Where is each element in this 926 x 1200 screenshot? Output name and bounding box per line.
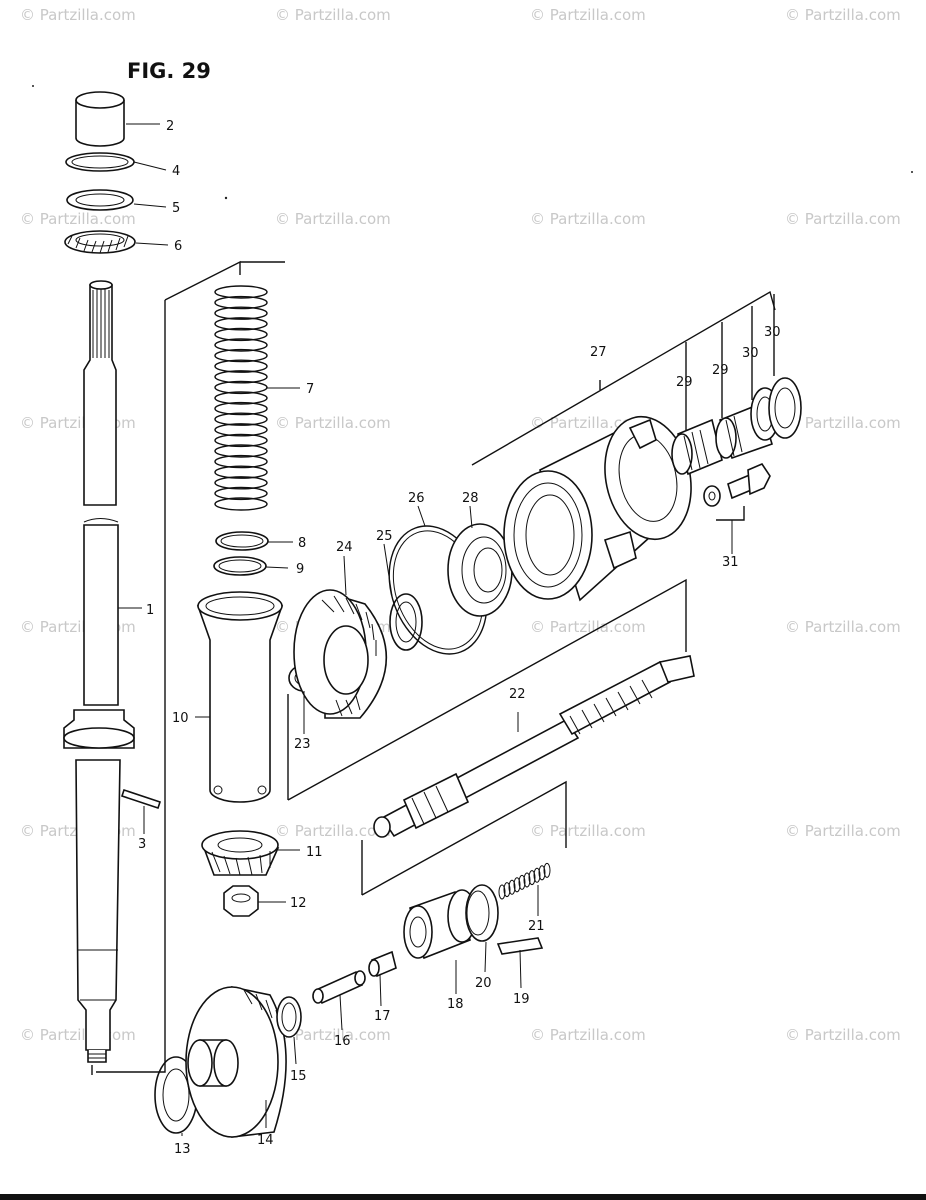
part-1-drive-shaft: [63, 280, 135, 1063]
bottom-border: [0, 1194, 926, 1200]
callout-27: 27: [590, 345, 607, 360]
callout-11: 11: [306, 845, 323, 860]
watermark-text: © Partzilla.com: [275, 1026, 391, 1044]
callout-10: 10: [172, 711, 189, 726]
part-10-sleeve: [196, 591, 284, 803]
callout-30a: 30: [742, 346, 759, 361]
part-3-pin: [120, 788, 162, 810]
callout-4: 4: [172, 164, 180, 179]
callout-6: 6: [174, 239, 182, 254]
callout-26: 26: [408, 491, 425, 506]
part-19-pin: [496, 937, 544, 955]
part-18-clutch-dog: [403, 889, 477, 960]
callout-14: 14: [257, 1133, 274, 1148]
watermark-text: © Partzilla.com: [275, 414, 391, 432]
watermark-text: © Partzilla.com: [275, 6, 391, 24]
watermark-text: © Partzilla.com: [530, 6, 646, 24]
figure-title: FIG. 29: [127, 59, 211, 83]
part-28-ball-bearing: [447, 523, 513, 617]
callout-15: 15: [290, 1069, 307, 1084]
callout-29a: 29: [676, 375, 693, 390]
part-6-thrust-bearing: [64, 230, 136, 254]
watermark-text: © Partzilla.com: [530, 618, 646, 636]
callout-31: 31: [722, 555, 739, 570]
callout-28: 28: [462, 491, 479, 506]
watermark-text: © Partzilla.com: [785, 6, 901, 24]
part-30-oil-seal-rear: [768, 377, 802, 439]
watermark-text: © Partzilla.com: [785, 1026, 901, 1044]
callout-9: 9: [296, 562, 304, 577]
callout-8: 8: [298, 536, 306, 551]
part-15-circlip: [276, 996, 302, 1038]
part-27-bearing-housing: [503, 415, 692, 602]
callout-29b: 29: [712, 363, 729, 378]
callout-1: 1: [146, 603, 154, 618]
callout-25: 25: [376, 529, 393, 544]
callout-19: 19: [513, 992, 530, 1007]
callout-22: 22: [509, 687, 526, 702]
callout-21: 21: [528, 919, 545, 934]
callout-13: 13: [174, 1142, 191, 1157]
watermark-text: © Partzilla.com: [785, 210, 901, 228]
watermark-text: © Partzilla.com: [275, 822, 391, 840]
watermark-text: © Partzilla.com: [530, 822, 646, 840]
watermark-text: © Partzilla.com: [785, 618, 901, 636]
assembly-bracket-lines: [91, 260, 776, 1075]
part-7-spring: [214, 285, 268, 511]
part-29-needle-bearing-front: [671, 418, 723, 476]
leader-lines: [118, 123, 733, 1136]
watermark-text: © Partzilla.com: [275, 210, 391, 228]
callout-23: 23: [294, 737, 311, 752]
watermark-text: © Partzilla.com: [785, 822, 901, 840]
callout-3: 3: [138, 837, 146, 852]
watermark-text: © Partzilla.com: [530, 1026, 646, 1044]
callout-17: 17: [374, 1009, 391, 1024]
part-callouts: 1 2 3 4 5 6 7 8 9 10 11 12 13 14 15 16 1…: [138, 119, 781, 1157]
part-5-washer: [66, 189, 134, 211]
part-31-bolt-and-washer: [703, 463, 771, 507]
part-20-spring-clip: [465, 884, 499, 942]
watermark-text: © Partzilla.com: [530, 210, 646, 228]
part-25-o-ring: [389, 593, 423, 651]
part-17-plunger: [368, 950, 397, 978]
watermark-text: © Partzilla.com: [20, 414, 136, 432]
part-11-pinion-gear: [201, 830, 280, 876]
watermark-text: © Partzilla.com: [20, 210, 136, 228]
callout-16: 16: [334, 1034, 351, 1049]
part-12-nut: [223, 885, 259, 917]
part-2-bushing: [75, 91, 125, 147]
watermark-text: © Partzilla.com: [20, 6, 136, 24]
part-24-forward-gear: [293, 589, 388, 719]
callout-20: 20: [475, 976, 492, 991]
callout-2: 2: [166, 119, 174, 134]
watermark-text: © Partzilla.com: [530, 414, 646, 432]
watermark-text: © Partzilla.com: [785, 414, 901, 432]
callout-24: 24: [336, 540, 353, 555]
callout-12: 12: [290, 896, 307, 911]
part-16-shift-rod: [312, 970, 366, 1005]
callout-18: 18: [447, 997, 464, 1012]
callout-7: 7: [306, 382, 314, 397]
watermark-layer: © Partzilla.com © Partzilla.com © Partzill…: [20, 6, 901, 1044]
part-22-propeller-shaft: [373, 655, 695, 838]
callout-5: 5: [172, 201, 180, 216]
part-21-spring: [498, 862, 551, 900]
part-14-reverse-gear: [185, 986, 287, 1138]
callout-30b: 30: [764, 325, 781, 340]
watermark-text: © Partzilla.com: [20, 1026, 136, 1044]
